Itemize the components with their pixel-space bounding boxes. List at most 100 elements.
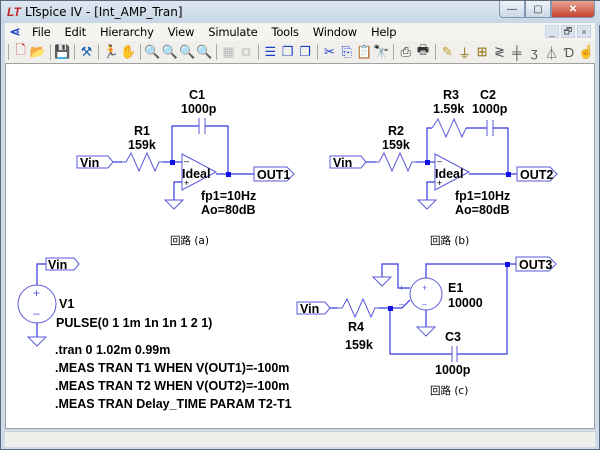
close-icon: ✕ <box>568 3 578 15</box>
vin-label-a: Vin <box>80 156 99 170</box>
menu-file[interactable]: File <box>32 25 51 39</box>
resistor-r4[interactable] <box>338 297 379 319</box>
maximize-button[interactable]: ▢ <box>525 1 551 18</box>
window-title: LTspice IV - [Int_AMP_Tran] <box>25 5 183 19</box>
vin-flag-c[interactable]: Vin <box>296 301 331 316</box>
run-icon[interactable]: 🏃 <box>102 44 119 59</box>
pan-icon[interactable]: 🔍 <box>161 44 178 59</box>
tile-horizontal-icon[interactable]: ☰ <box>264 44 277 59</box>
status-bar <box>5 431 595 447</box>
resistor-r1[interactable] <box>122 151 163 173</box>
diode-icon[interactable]: ⏃ <box>545 45 559 61</box>
out3-label: OUT3 <box>519 258 552 272</box>
control-panel-icon[interactable]: ⚒ <box>80 44 93 59</box>
opamp-a[interactable] <box>181 153 218 191</box>
menu-tools[interactable]: Tools <box>271 25 299 39</box>
capacitor-icon[interactable]: ╪ <box>512 44 522 60</box>
ground-icon[interactable]: ⏚ <box>458 45 472 61</box>
capacitor-c1[interactable] <box>198 118 206 134</box>
doc-minimize-button[interactable]: _ <box>545 25 559 38</box>
menu-simulate[interactable]: Simulate <box>208 25 258 39</box>
resistor-icon[interactable]: ≷ <box>493 44 505 59</box>
zoom-in-icon[interactable]: 🔍 <box>144 44 161 59</box>
draw-wire-icon[interactable]: ✎ <box>441 44 453 59</box>
new-schematic-icon[interactable]: 🗋 <box>15 42 26 57</box>
r3-value: 1.59k <box>433 102 464 116</box>
label-net-icon[interactable]: ⊞ <box>476 44 488 59</box>
component-icon[interactable]: Ɗ <box>563 44 575 60</box>
save-icon[interactable]: 💾 <box>54 44 71 59</box>
vin-label-b: Vin <box>333 156 352 170</box>
r4-value: 159k <box>345 338 373 352</box>
capacitor-c2[interactable] <box>486 120 494 136</box>
doc-restore-button[interactable]: 🗗 <box>561 25 575 38</box>
directive-meas-t2[interactable]: .MEAS TRAN T2 WHEN V(OUT2)=-100m <box>55 379 289 393</box>
menu-view[interactable]: View <box>167 25 195 39</box>
directive-meas-delay[interactable]: .MEAS TRAN Delay_TIME PARAM T2-T1 <box>55 397 292 411</box>
fit-icon[interactable]: ⧉ <box>241 44 251 59</box>
ground-icon <box>163 199 185 210</box>
toolbar-separator <box>257 44 259 60</box>
vin-flag-b[interactable]: Vin <box>329 155 367 170</box>
vin-label-source: Vin <box>48 258 67 272</box>
opamp-minus-sign: – <box>437 156 442 166</box>
capacitor-c3[interactable] <box>451 346 458 362</box>
resistor-r3[interactable] <box>431 117 467 139</box>
inductor-icon[interactable]: ʒ <box>530 44 538 60</box>
menu-edit[interactable]: Edit <box>64 25 86 39</box>
open-folder-icon[interactable]: 📂 <box>29 44 47 59</box>
zoom-out-icon[interactable]: 🔍 <box>178 44 196 59</box>
close-window-icon[interactable]: ❐ <box>299 44 311 59</box>
toolbar-separator <box>49 44 51 60</box>
cut-icon[interactable]: ✂ <box>323 44 335 59</box>
spice-directives: .tran 0 1.02m 0.99m .MEAS TRAN T1 WHEN V… <box>55 343 292 411</box>
vin-flag-source[interactable]: Vin <box>45 257 80 272</box>
menu-window[interactable]: Window <box>312 25 357 39</box>
directive-meas-t1[interactable]: .MEAS TRAN T1 WHEN V(OUT1)=-100m <box>55 361 289 375</box>
copy-icon[interactable]: ⎘ <box>341 44 352 59</box>
junction-node <box>170 160 175 165</box>
opamp-minus-sign: – <box>184 156 189 166</box>
schematic-canvas[interactable]: Vin R1 159k C1 1000p – + Ideal <box>5 63 595 429</box>
find-icon[interactable]: 🔭 <box>373 44 390 59</box>
c1-value: 1000p <box>181 102 217 116</box>
opamp-b[interactable] <box>434 153 471 191</box>
e1-minus-sign: – <box>422 299 427 309</box>
cascade-icon[interactable]: ❐ <box>281 44 294 59</box>
close-button[interactable]: ✕ <box>551 1 595 18</box>
vin-flag-a[interactable]: Vin <box>76 155 114 170</box>
source-plus-sign: + <box>33 286 40 300</box>
out2-flag[interactable]: OUT2 <box>516 166 558 182</box>
zoom-cancel-icon[interactable]: 🔍 <box>196 44 213 59</box>
out1-label: OUT1 <box>257 168 290 182</box>
schematic-doc-icon[interactable]: ⋖ <box>9 24 21 39</box>
resistor-r2[interactable] <box>376 151 416 173</box>
ground-icon <box>371 276 393 287</box>
c3-name: C3 <box>445 330 461 344</box>
print-setup-icon[interactable]: ⎙ <box>400 44 411 59</box>
doc-close-button[interactable]: × <box>577 25 591 38</box>
c1-name: C1 <box>189 88 205 102</box>
v1-value: PULSE(0 1 1m 1n 1n 1 2 1) <box>56 316 212 330</box>
junction-node <box>226 172 231 177</box>
v1-name: V1 <box>59 297 74 311</box>
toolbar-separator <box>434 44 436 60</box>
print-icon[interactable]: 🖶 <box>416 42 430 57</box>
autorange-icon[interactable]: ▦ <box>222 44 235 59</box>
circuit-b: Vin R2 159k R3 1.59k C2 1000p <box>329 88 558 247</box>
paste-icon[interactable]: 📋 <box>355 44 373 59</box>
menu-help[interactable]: Help <box>370 25 397 39</box>
c2-name: C2 <box>480 88 496 102</box>
directive-tran[interactable]: .tran 0 1.02m 0.99m <box>55 343 170 357</box>
out3-flag[interactable]: OUT3 <box>515 256 557 272</box>
ground-icon <box>416 199 438 210</box>
out1-flag[interactable]: OUT1 <box>253 166 295 182</box>
menu-hierarchy[interactable]: Hierarchy <box>99 25 154 39</box>
caption-b: 回路 (b) <box>430 234 469 247</box>
halt-icon[interactable]: ✋ <box>119 44 137 59</box>
e1-ctrl-minus-sign: – <box>399 299 404 309</box>
minimize-button[interactable]: — <box>499 1 525 18</box>
toolbar-separator <box>98 44 99 60</box>
move-hand-icon[interactable]: ☝ <box>578 44 595 59</box>
